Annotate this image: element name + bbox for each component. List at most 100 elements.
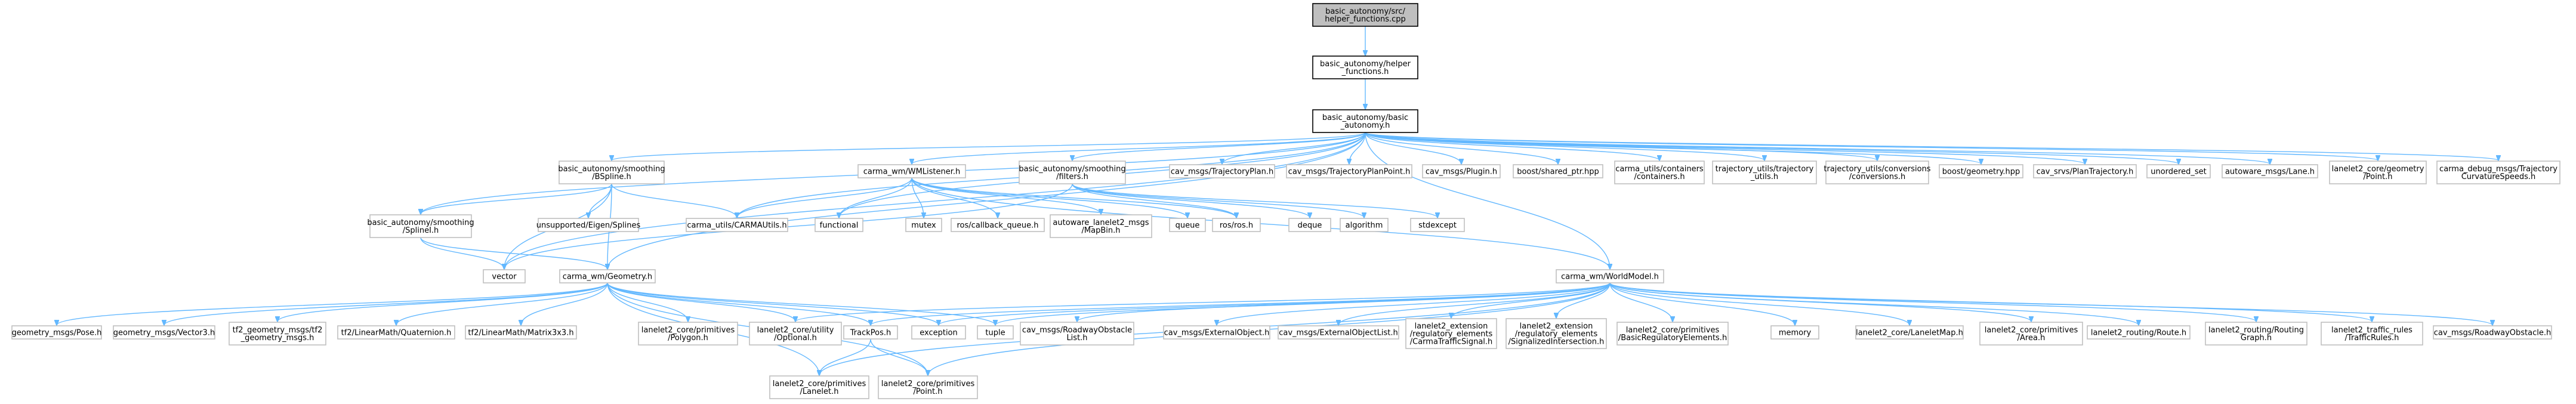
node-dbg[interactable]: carma_debug_msgs/TrajectoryCurvatureSpee… (2436, 161, 2560, 184)
edge-ba-to-plugin (1365, 132, 1461, 164)
node-opt[interactable]: lanelet2_core/utility/Optional.h (749, 322, 842, 346)
edge-wml-to-rosh (911, 177, 1236, 218)
node-llmap[interactable]: lanelet2_core/LaneletMap.h (1855, 325, 1964, 340)
node-label: /filters.h (1056, 172, 1088, 181)
node-geom[interactable]: carma_wm/Geometry.h (559, 269, 656, 283)
node-shptr[interactable]: boost/shared_ptr.hpp (1513, 164, 1603, 178)
edge-geom-to-opt (607, 282, 795, 322)
node-uset[interactable]: unordered_set (2146, 164, 2211, 178)
node-wm[interactable]: carma_wm/WorldModel.h (1556, 269, 1664, 283)
node-tuple[interactable]: tuple (977, 325, 1014, 340)
node-sig[interactable]: lanelet2_extension/regulatory_elements/S… (1506, 318, 1607, 349)
node-label: lanelet2_traffic_rules (2331, 326, 2413, 335)
node-label: lanelet2_core/primitives (1626, 326, 1720, 335)
node-pltraj[interactable]: cav_srvs/PlanTrajectory.h (2033, 164, 2137, 178)
node-mutex[interactable]: mutex (905, 218, 942, 232)
edge-geom-to-trackpos (607, 282, 871, 325)
node-label: ros/ros.h (1220, 221, 1253, 230)
node-functional[interactable]: functional (815, 218, 863, 232)
node-label: /Point.h (2363, 172, 2392, 181)
edge-wm-to-trules (1609, 282, 2372, 322)
node-label: lanelet2_core/primitives (773, 380, 866, 388)
node-label: algorithm (1346, 221, 1383, 230)
node-quat[interactable]: tf2/LinearMath/Quaternion.h (337, 325, 455, 340)
node-cts[interactable]: lanelet2_extension/regulatory_elements/C… (1405, 318, 1497, 349)
node-mapbin[interactable]: autoware_lanelet2_msgs/MapBin.h (1050, 214, 1152, 238)
edge-filters-to-vector (504, 183, 1073, 269)
node-tuconv[interactable]: trajectory_utils/conversions/conversions… (1824, 161, 1931, 184)
node-bs[interactable]: basic_autonomy/smoothing/BSpline.h (558, 161, 665, 184)
node-queue[interactable]: queue (1169, 218, 1206, 232)
edge-wml-to-queue (911, 177, 1187, 218)
node-label: boost/shared_ptr.hpp (1517, 168, 1599, 177)
node-label: lanelet2_core/geometry (2332, 165, 2424, 174)
node-deque[interactable]: deque (1288, 218, 1331, 232)
node-wml[interactable]: carma_wm/WMListener.h (857, 164, 966, 178)
node-label: _utils.h (1750, 172, 1778, 181)
node-trules[interactable]: lanelet2_traffic_rules/TrafficRules.h (2321, 322, 2423, 346)
node-label: TrackPos.h (850, 329, 891, 338)
node-tutraj[interactable]: trajectory_utils/trajectory_utils.h (1712, 161, 1817, 184)
node-route[interactable]: lanelet2_routing/Route.h (2087, 325, 2191, 340)
node-label: tuple (985, 329, 1005, 338)
node-hf[interactable]: basic_autonomy/helper_functions.h (1312, 55, 1418, 79)
edge-trackpos-to-ppoint (870, 338, 928, 375)
node-label: carma_wm/WorldModel.h (1561, 273, 1659, 282)
node-box (1422, 164, 1501, 178)
node-label: /SplineI.h (403, 226, 439, 235)
node-spline[interactable]: basic_autonomy/smoothing/SplineI.h (367, 214, 474, 238)
node-label: /containers.h (1634, 172, 1685, 181)
node-rosh[interactable]: ros/ros.h (1212, 218, 1261, 232)
node-rcq[interactable]: ros/callback_queue.h (951, 218, 1045, 232)
node-cucont[interactable]: carma_utils/containers/containers.h (1614, 161, 1705, 184)
node-box (2205, 322, 2307, 346)
node-ba[interactable]: basic_autonomy/basic_autonomy.h (1312, 109, 1418, 133)
node-label: lanelet2_extension (1520, 322, 1593, 331)
node-ppoint[interactable]: lanelet2_core/primitives/Point.h (878, 375, 978, 399)
node-trackpos[interactable]: TrackPos.h (843, 325, 898, 340)
node-area[interactable]: lanelet2_core/primitives/Area.h (1979, 322, 2083, 346)
node-m33[interactable]: tf2/LinearMath/Matrix3x3.h (465, 325, 577, 340)
node-box (638, 322, 738, 346)
node-box (1825, 161, 1929, 184)
edge-ba-to-llpoint (1365, 132, 2378, 161)
node-tf2[interactable]: tf2_geometry_msgs/tf2_geometry_msgs.h (229, 322, 326, 346)
node-vector[interactable]: vector (483, 269, 526, 283)
node-extobj[interactable]: cav_msgs/ExternalObject.h (1163, 325, 1270, 340)
node-plugin[interactable]: cav_msgs/Plugin.h (1422, 164, 1501, 178)
node-cuutil[interactable]: carma_utils/CARMAUtils.h (686, 218, 788, 232)
edge-wml-to-rcq (911, 177, 998, 218)
node-lanelet[interactable]: lanelet2_core/primitives/Lanelet.h (769, 375, 869, 399)
node-box (369, 214, 472, 238)
node-extobjl[interactable]: cav_msgs/ExternalObjectList.h (1278, 325, 1399, 340)
node-tpp[interactable]: cav_msgs/TrajectoryPlanPoint.h (1286, 164, 1412, 178)
node-algorithm[interactable]: algorithm (1340, 218, 1389, 232)
node-label: boost/geometry.hpp (1942, 168, 2020, 177)
node-tplan[interactable]: cav_msgs/TrajectoryPlan.h (1169, 164, 1275, 178)
node-bgeom[interactable]: boost/geometry.hpp (1939, 164, 2023, 178)
edge-ba-to-bs (612, 132, 1366, 161)
node-eigen[interactable]: unsupported/Eigen/Splines (536, 218, 641, 232)
node-root[interactable]: basic_autonomy/src/helper_functions.cpp (1312, 3, 1418, 27)
edge-layer (57, 26, 2498, 375)
node-pose[interactable]: geometry_msgs/Pose.h (11, 325, 102, 340)
node-label: tf2/LinearMath/Matrix3x3.h (468, 329, 573, 338)
node-stdexcept[interactable]: stdexcept (1410, 218, 1465, 232)
node-exception[interactable]: exception (911, 325, 966, 340)
node-box (2433, 325, 2552, 340)
edge-ba-to-tutraj (1365, 132, 1764, 161)
node-label: autoware_lanelet2_msgs (1053, 218, 1149, 227)
node-lane[interactable]: autoware_msgs/Lane.h (2222, 164, 2318, 178)
node-robs[interactable]: cav_msgs/RoadwayObstacle.h (2433, 325, 2552, 340)
node-label: Graph.h (2241, 334, 2272, 343)
node-box (1405, 318, 1497, 349)
node-poly[interactable]: lanelet2_core/primitives/Polygon.h (638, 322, 738, 346)
node-llpoint[interactable]: lanelet2_core/geometry/Point.h (2329, 161, 2427, 184)
node-filters[interactable]: basic_autonomy/smoothing/filters.h (1019, 161, 1126, 184)
node-memory[interactable]: memory (1770, 325, 1819, 340)
node-vec3[interactable]: geometry_msgs/Vector3.h (113, 325, 215, 340)
edge-filters-to-algorithm (1072, 183, 1364, 218)
node-bre[interactable]: lanelet2_core/primitives/BasicRegulatory… (1616, 322, 1729, 346)
